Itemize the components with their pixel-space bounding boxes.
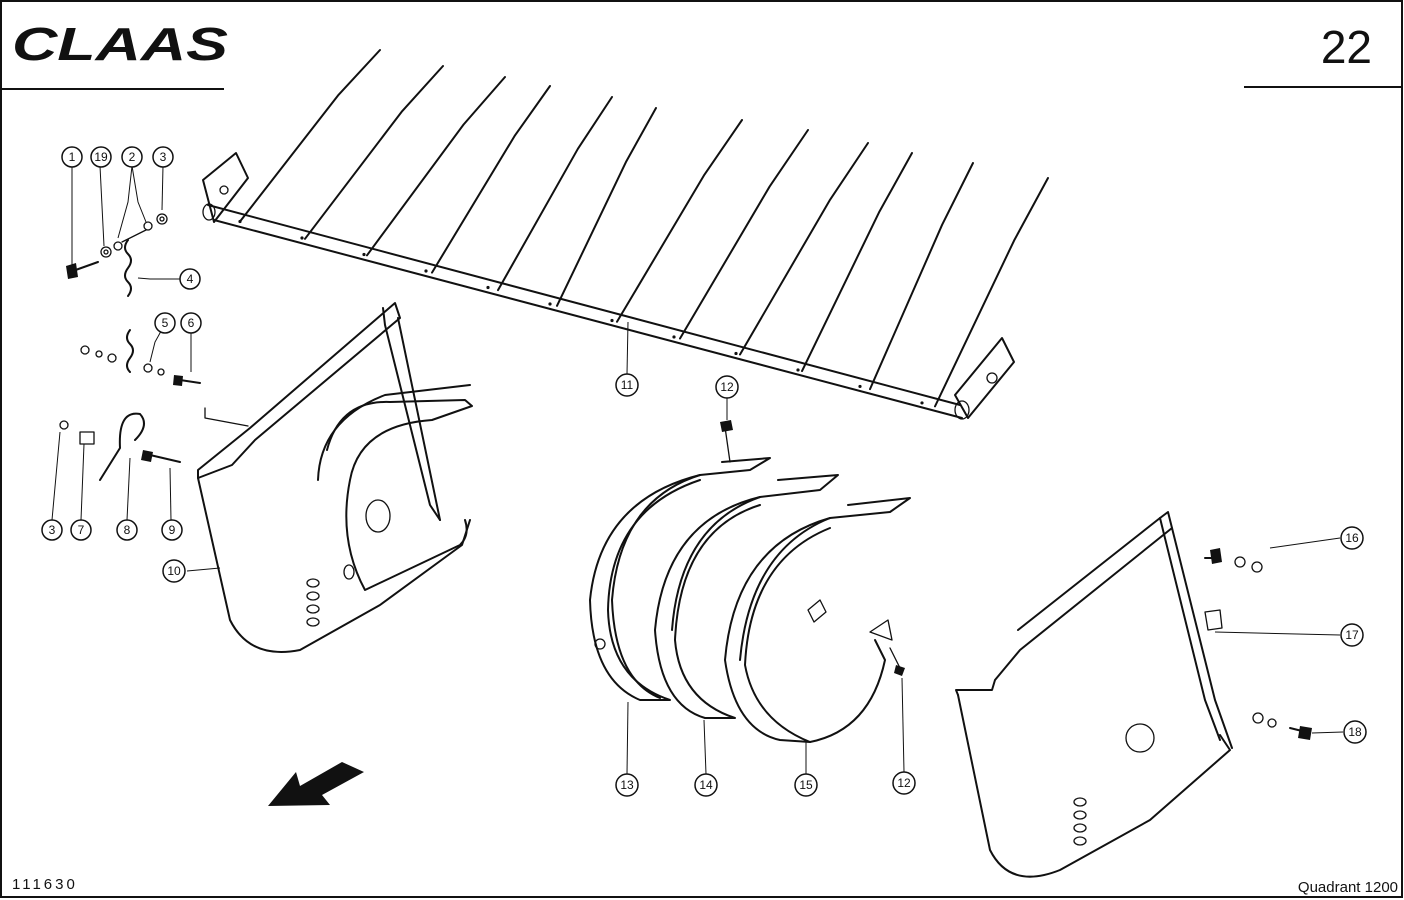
- tine: [239, 49, 381, 223]
- bar-hole: [734, 351, 738, 356]
- callout-4[interactable]: 4: [179, 268, 201, 290]
- tine-bar-assembly: [202, 49, 1049, 420]
- bar-hole: [548, 302, 552, 306]
- svg-text:5: 5: [162, 316, 169, 330]
- callout-12-upper[interactable]: 12: [715, 375, 739, 399]
- callout-2[interactable]: 2: [121, 146, 143, 168]
- callout-14[interactable]: 14: [694, 773, 718, 797]
- bar-hole: [362, 252, 366, 257]
- callout-8[interactable]: 8: [116, 519, 138, 541]
- callout-9[interactable]: 9: [161, 519, 183, 541]
- svg-text:10: 10: [167, 564, 181, 578]
- tine: [304, 65, 444, 240]
- svg-text:17: 17: [1345, 628, 1359, 642]
- callout-5[interactable]: 5: [154, 312, 176, 334]
- svg-text:13: 13: [620, 778, 634, 792]
- bar-hole: [672, 335, 676, 339]
- tine: [739, 142, 869, 356]
- callout-6[interactable]: 6: [180, 312, 202, 334]
- bar-hole: [796, 368, 800, 372]
- bar-hole: [300, 236, 304, 240]
- tine: [801, 152, 913, 373]
- svg-text:3: 3: [49, 523, 56, 537]
- callout-17[interactable]: 17: [1340, 623, 1364, 647]
- tine: [556, 107, 657, 307]
- callout-7[interactable]: 7: [70, 519, 92, 541]
- tine: [934, 177, 1049, 408]
- svg-text:12: 12: [720, 380, 734, 394]
- callout-13[interactable]: 13: [615, 773, 639, 797]
- bar-hole: [424, 269, 428, 273]
- tine: [366, 76, 506, 257]
- bar-hole: [486, 285, 490, 290]
- svg-text:3: 3: [160, 150, 167, 164]
- svg-text:16: 16: [1345, 531, 1359, 545]
- svg-text:1: 1: [69, 150, 76, 164]
- callout-16[interactable]: 16: [1340, 526, 1364, 550]
- callout-12-lower[interactable]: 12: [892, 771, 916, 795]
- svg-text:6: 6: [188, 316, 195, 330]
- svg-text:9: 9: [169, 523, 176, 537]
- page-number: 22: [1321, 21, 1372, 73]
- svg-text:19: 19: [94, 150, 108, 164]
- callout-3-lower[interactable]: 3: [41, 519, 63, 541]
- callout-10[interactable]: 10: [162, 559, 186, 583]
- svg-text:2: 2: [129, 150, 136, 164]
- svg-text:11: 11: [621, 378, 634, 392]
- bar-hole: [920, 401, 924, 405]
- right-side-plate: [955, 511, 1312, 878]
- svg-text:15: 15: [799, 778, 813, 792]
- model-name: Quadrant 1200: [1298, 879, 1398, 896]
- guide-hoops: [589, 420, 911, 743]
- chain-and-hardware-upper: [59, 213, 201, 481]
- callout-19[interactable]: 19: [90, 146, 112, 168]
- callout-1[interactable]: 1: [61, 146, 83, 168]
- tine: [497, 96, 613, 292]
- tine: [431, 85, 551, 274]
- svg-text:4: 4: [187, 272, 194, 286]
- leader-lines: [51, 165, 1344, 775]
- tine: [616, 119, 743, 323]
- bar-hole: [858, 384, 862, 389]
- svg-text:12: 12: [897, 776, 911, 790]
- brand-logo: CLAAS: [12, 18, 228, 70]
- callout-3-upper[interactable]: 3: [152, 146, 174, 168]
- drawing-number: 111630: [12, 876, 78, 893]
- direction-arrow: [268, 762, 364, 806]
- svg-text:14: 14: [699, 778, 713, 792]
- callout-11[interactable]: 11: [615, 373, 639, 397]
- bar-hole: [238, 219, 242, 224]
- tine: [679, 129, 809, 340]
- svg-text:8: 8: [124, 523, 131, 537]
- callout-18[interactable]: 18: [1343, 720, 1367, 744]
- svg-text:18: 18: [1348, 725, 1362, 739]
- svg-text:7: 7: [78, 523, 85, 537]
- bar-hole: [610, 318, 614, 323]
- left-side-plate: [197, 302, 473, 653]
- callout-15[interactable]: 15: [794, 773, 818, 797]
- tine: [869, 162, 974, 391]
